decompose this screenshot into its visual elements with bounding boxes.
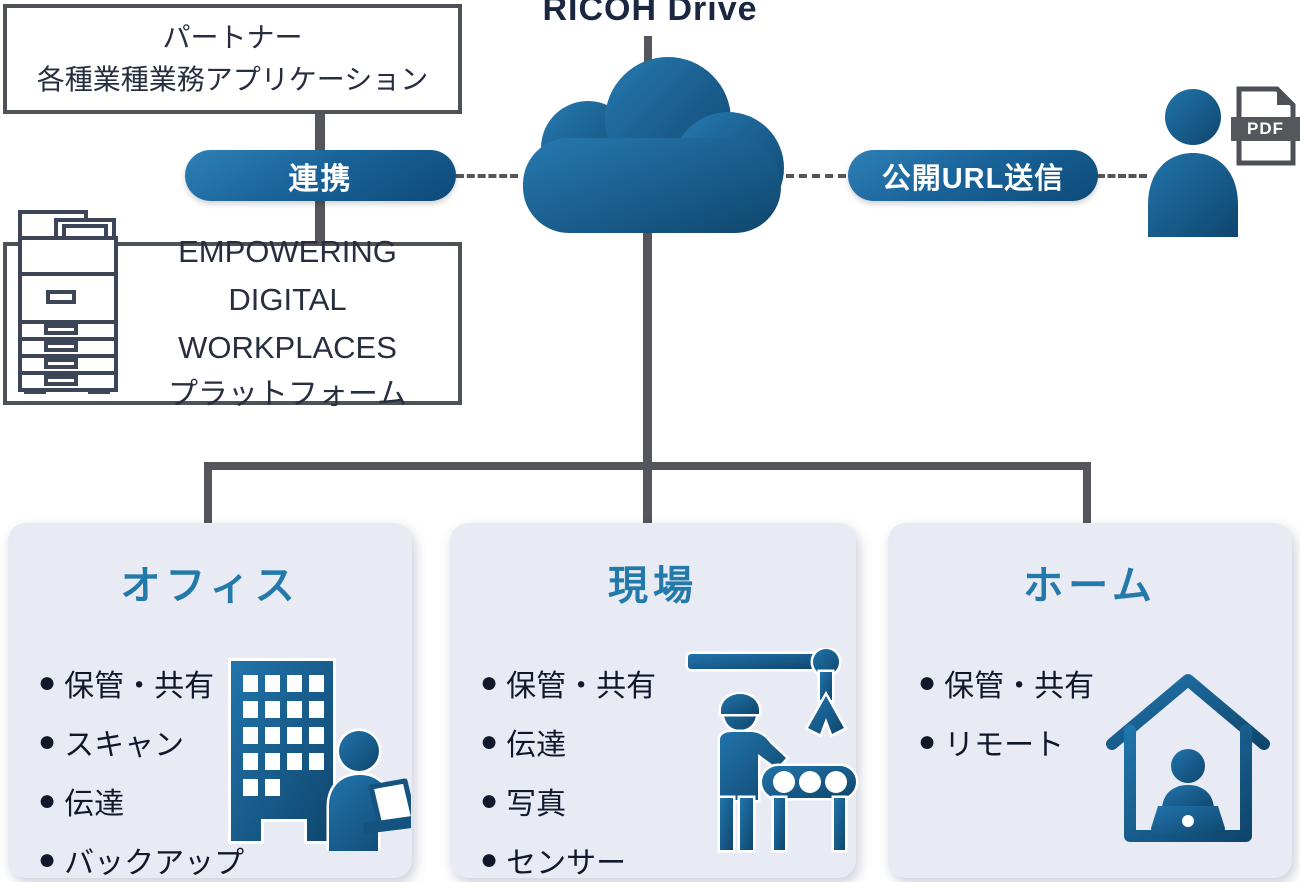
feature-label: リモート	[944, 729, 1065, 762]
connector-link-to-cloud-dashed	[456, 174, 518, 178]
feature-label: 伝達	[64, 788, 125, 821]
bullet-icon: ●	[38, 843, 57, 876]
feature-item: ●保管・共有	[480, 661, 856, 705]
bullet-icon: ●	[480, 843, 499, 876]
feature-item: ●リモート	[918, 720, 1292, 764]
office-building-worker-icon	[228, 658, 411, 851]
partner-box-line2: 各種業種業務アプリケーション	[36, 64, 429, 95]
recipient-user-icon	[1148, 89, 1238, 237]
feature-label: スキャン	[64, 729, 185, 762]
platform-box-line2: WORKPLACES	[178, 330, 397, 366]
feature-label: 保管・共有	[944, 670, 1095, 703]
card-field-title: 現場	[608, 564, 698, 608]
card-office-title: オフィス	[120, 564, 300, 608]
multifunction-printer-icon	[18, 210, 118, 394]
connector-link-to-platform	[315, 199, 325, 243]
card-field-features: ●保管・共有 ●伝達 ●写真 ●センサー	[480, 661, 856, 882]
page-title: RICOH Drive	[542, 0, 758, 28]
bullet-icon: ●	[480, 666, 499, 699]
feature-item: ●保管・共有	[918, 661, 1292, 705]
feature-item: ●センサー	[480, 838, 856, 882]
connector-cloud-to-url-dashed	[786, 174, 846, 178]
card-office-features: ●保管・共有 ●スキャン ●伝達 ●バックアップ	[38, 661, 412, 882]
cloud-icon	[523, 57, 784, 233]
card-field: 現場 ●保管・共有 ●伝達 ●写真 ●センサー	[450, 523, 859, 880]
feature-item: ●伝達	[480, 720, 856, 764]
card-office: オフィス ●保管・共有 ●スキャン ●伝達 ●バックアップ	[8, 523, 412, 880]
platform-box-line1: EMPOWERING DIGITAL	[178, 234, 397, 318]
feature-item: ●写真	[480, 779, 856, 823]
connector-partner-to-link	[315, 112, 325, 152]
home-remote-work-icon	[1106, 674, 1270, 842]
feature-label: 保管・共有	[506, 670, 657, 703]
feature-item: ●保管・共有	[38, 661, 412, 705]
link-pill-label: 連携	[288, 162, 353, 196]
feature-label: 保管・共有	[64, 670, 215, 703]
connector-url-to-user-dashed	[1097, 174, 1147, 178]
bullet-icon: ●	[918, 725, 937, 758]
card-home: ホーム ●保管・共有 ●リモート	[888, 523, 1292, 878]
feature-item: ●伝達	[38, 779, 412, 823]
card-home-title: ホーム	[1023, 564, 1157, 608]
connector-drop-home	[1083, 462, 1091, 525]
connector-branch-horizontal	[204, 462, 1091, 470]
pdf-label-band: PDF	[1231, 117, 1300, 141]
bullet-icon: ●	[38, 784, 57, 817]
partner-box-line1: パートナー	[162, 22, 303, 53]
connector-drop-office	[204, 462, 212, 525]
link-pill: 連携	[185, 150, 456, 201]
feature-label: センサー	[506, 847, 627, 880]
feature-label: 伝達	[506, 729, 567, 762]
feature-item: ●バックアップ	[38, 838, 412, 882]
bullet-icon: ●	[480, 725, 499, 758]
card-home-features: ●保管・共有 ●リモート	[918, 661, 1292, 764]
bullet-icon: ●	[480, 784, 499, 817]
bullet-icon: ●	[38, 666, 57, 699]
bullet-icon: ●	[918, 666, 937, 699]
platform-box-line3: プラットフォーム	[167, 378, 408, 412]
public-url-pill-label: 公開URL送信	[881, 162, 1065, 195]
feature-label: バックアップ	[64, 847, 245, 880]
connector-title-to-cloud	[644, 36, 652, 72]
feature-label: 写真	[506, 788, 567, 821]
connector-cloud-down	[643, 230, 652, 525]
pdf-label: PDF	[1247, 119, 1284, 138]
partner-apps-box: パートナー 各種業種業務アプリケーション	[3, 4, 462, 114]
public-url-pill: 公開URL送信	[848, 150, 1098, 201]
bullet-icon: ●	[38, 725, 57, 758]
construction-site-worker-icon	[685, 648, 859, 853]
feature-item: ●スキャン	[38, 720, 412, 764]
